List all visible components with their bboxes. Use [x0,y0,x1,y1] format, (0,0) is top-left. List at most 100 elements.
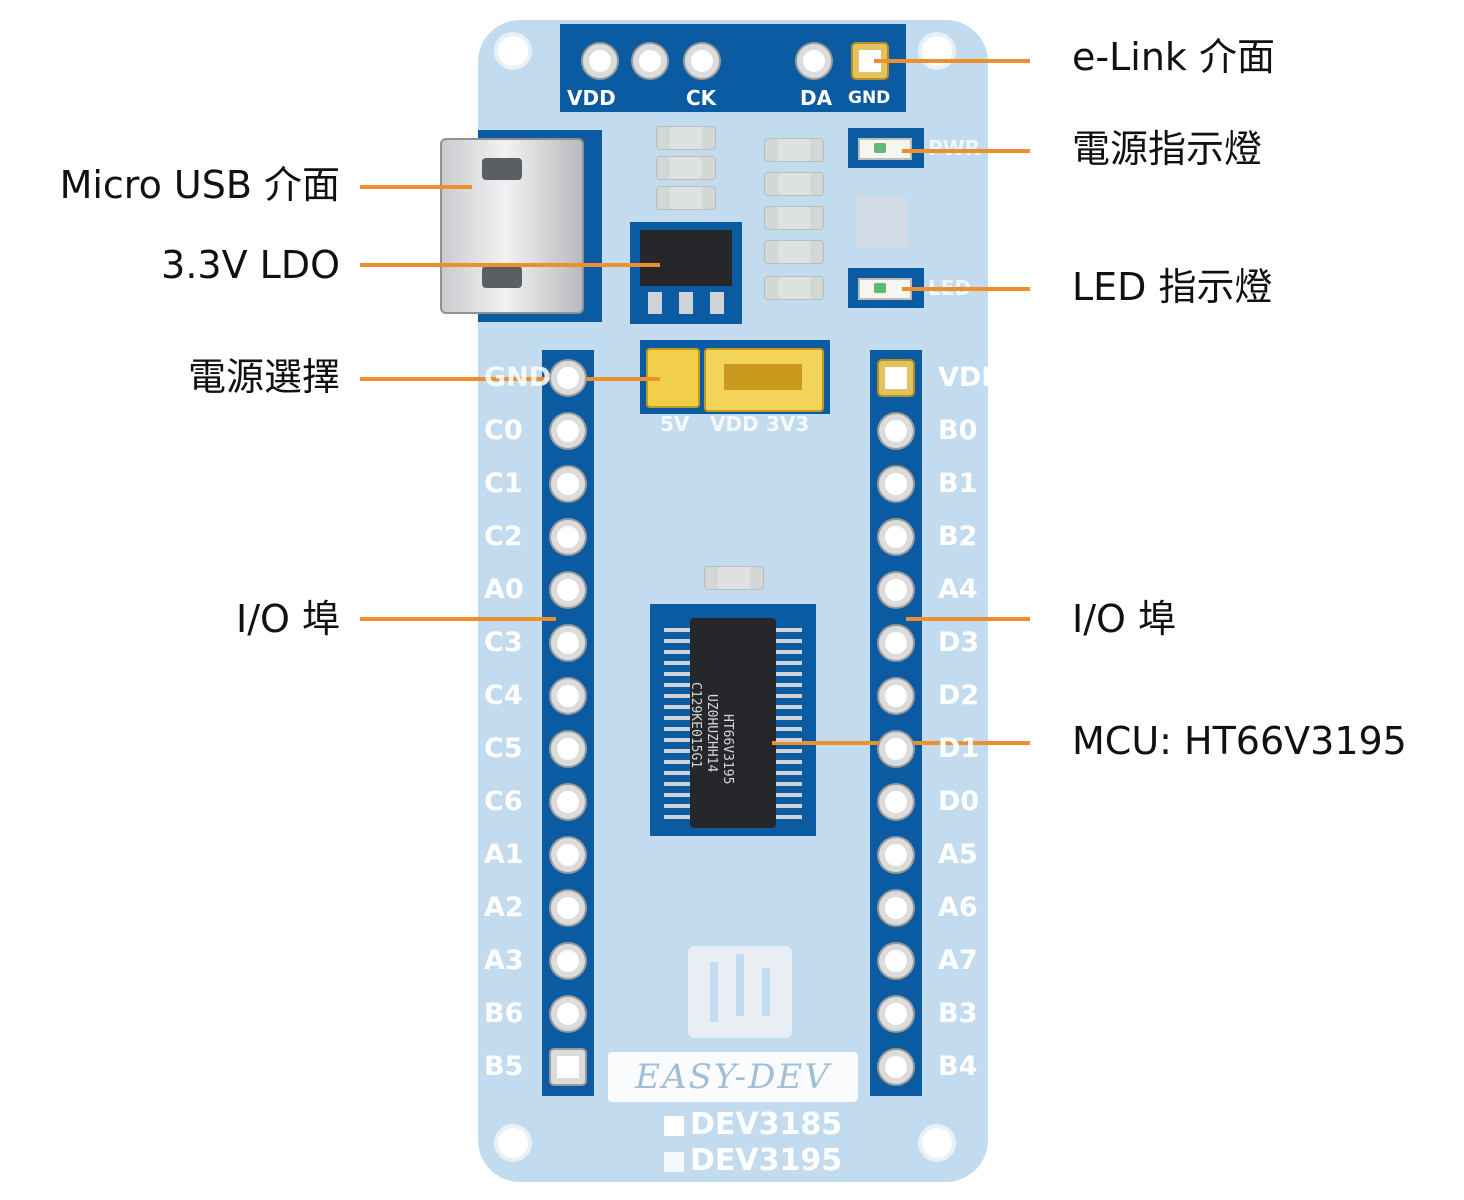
mcu-pin [664,782,690,786]
model-checkbox [664,1152,684,1172]
left-header-pad [551,732,585,766]
right-header-pad [879,626,913,660]
header-label: GND [848,88,891,108]
elink-header [560,24,906,112]
right-header-pad [879,732,913,766]
right-header-pad [879,520,913,554]
jumper-label: VDD [710,412,759,436]
mcu-pin [664,815,690,819]
mcu-pin [664,738,690,742]
mcu-pin [664,804,690,808]
right-pin-label: D0 [938,786,980,817]
mcu-pin [776,771,802,775]
mcu-pin [664,683,690,687]
chip-marking: HT66V3195 [720,714,735,785]
right-pin-label: B1 [938,468,978,499]
mcu-pin [776,639,802,643]
right-pin-label: A6 [938,892,978,923]
left-pin-label: GND [484,362,552,393]
brand-logo [688,946,792,1038]
leader-elink [874,59,1030,63]
right-pin-header [870,350,922,1096]
left-pin-label: C3 [484,627,523,658]
smd-component [704,566,764,590]
mcu-pin [664,749,690,753]
left-pin-header [542,350,594,1096]
jumper-slot [724,364,802,390]
model-checkbox [664,1116,684,1136]
leader-power-select [360,377,660,381]
left-pin-label: A3 [484,945,524,976]
mcu-pin [776,760,802,764]
callout-led: LED 指示燈 [1072,265,1273,309]
right-pin-label: B4 [938,1051,978,1082]
mcu-chip [690,618,776,828]
callout-io-right: I/O 埠 [1072,597,1176,641]
mount-hole-top-right [918,32,956,70]
left-pin-label: A1 [484,839,524,870]
smd-component [764,172,824,196]
right-pin-label: B3 [938,998,978,1029]
mcu-pin [664,639,690,643]
left-pin-label: A0 [484,574,524,605]
transistor [856,196,908,248]
header-label: VDD [567,86,616,110]
smd-component [764,276,824,300]
mcu-pin [664,793,690,797]
mcu-pin [664,672,690,676]
right-header-pad [879,838,913,872]
elink-pad [583,44,617,78]
callout-ldo: 3.3V LDO [161,243,340,287]
leader-micro-usb [360,185,472,189]
right-header-pad [879,1050,913,1084]
leader-led [902,287,1030,291]
mcu-pin [776,815,802,819]
header-label: DA [800,86,833,110]
mcu-pin [776,738,802,742]
left-header-pad [551,573,585,607]
elink-pad [685,44,719,78]
elink-pad [797,44,831,78]
smd-component [656,156,716,180]
left-pin-label: B6 [484,998,524,1029]
jumper-label: 3V3 [766,412,810,436]
left-header-pad [551,626,585,660]
callout-mcu: MCU: HT66V3195 [1072,719,1407,763]
pwr-silk: PWR [928,136,981,160]
mcu-pin [664,650,690,654]
smd-component [656,186,716,210]
mcu-pin [776,749,802,753]
brand-text: EASY-DEV [608,1052,858,1102]
ldo-leg [648,292,662,314]
right-header-pad [879,997,913,1031]
left-header-pad [551,838,585,872]
mcu-pin [776,804,802,808]
mcu-pin [664,661,690,665]
callout-micro-usb: Micro USB 介面 [59,163,340,207]
callout-power-led: 電源指示燈 [1072,127,1263,171]
callout-power-select: 電源選擇 [187,355,340,399]
right-pin-label: A5 [938,839,978,870]
left-pin-label: C5 [484,733,523,764]
jumper-label: 5V [660,412,690,436]
mcu-pin [776,661,802,665]
leader-ldo [360,263,660,267]
mount-hole-bottom-right [918,1124,956,1162]
mount-hole-bottom-left [494,1124,532,1162]
right-header-pad [879,679,913,713]
right-pin-label: A7 [938,945,978,976]
smd-component [764,240,824,264]
left-pin-label: C0 [484,415,523,446]
mcu-pin [776,683,802,687]
smd-component [764,206,824,230]
status-led [858,278,912,300]
mcu-pin [664,760,690,764]
model-label: DEV3185 [690,1107,843,1142]
right-pin-label: D1 [938,733,980,764]
right-pin-label: D3 [938,627,980,658]
left-header-pad [551,414,585,448]
left-pin-label: B5 [484,1051,524,1082]
left-header-pad [551,467,585,501]
ldo-leg [679,292,693,314]
right-pin-label: A4 [938,574,978,605]
